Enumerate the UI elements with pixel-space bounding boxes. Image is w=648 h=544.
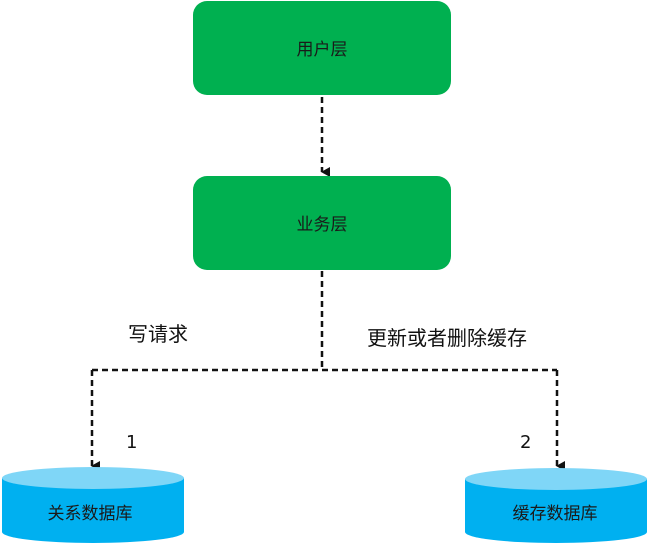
cache-db-node: 缓存数据库 — [465, 468, 647, 543]
user-layer-label: 用户层 — [297, 40, 348, 60]
update-or-delete-cache-label: 更新或者删除缓存 — [367, 326, 527, 350]
relational-db-cylinder-body — [2, 478, 184, 543]
step-2-label: 2 — [520, 432, 531, 453]
write-request-label: 写请求 — [128, 322, 188, 346]
business-layer-node: 业务层 — [193, 176, 451, 270]
cache-db-cylinder-top — [465, 468, 647, 490]
relational-db-cylinder-top — [2, 467, 184, 489]
business-layer-label: 业务层 — [297, 215, 348, 235]
cache-db-label: 缓存数据库 — [513, 504, 598, 524]
user-layer-node: 用户层 — [193, 1, 451, 95]
cache-db-cylinder-body — [465, 479, 647, 543]
relational-db-label: 关系数据库 — [48, 504, 133, 524]
user-layer-box — [193, 1, 451, 95]
relational-db-node: 关系数据库 — [2, 467, 184, 543]
step-1-label: 1 — [126, 432, 137, 453]
business-layer-box — [193, 176, 451, 270]
